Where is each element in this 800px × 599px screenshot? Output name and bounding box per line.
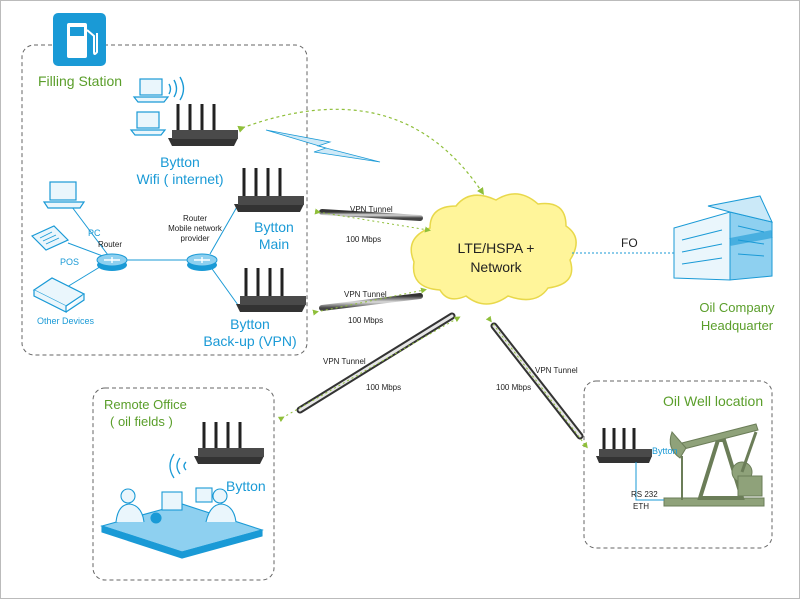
- bytton-remote-label: Bytton: [226, 478, 266, 494]
- provider-router-icon: [186, 253, 218, 271]
- oil-well-label: Oil Well location: [663, 393, 764, 409]
- remote-office-workers-icon: [100, 487, 264, 559]
- vpn-remote-label: VPN Tunnel: [323, 357, 366, 366]
- provider-router-label-3: provider: [180, 234, 210, 243]
- vpn-remote-speed: 100 Mbps: [366, 383, 402, 392]
- cloud-label: LTE/HSPA +: [457, 240, 535, 256]
- filling-station-box: [21, 44, 308, 356]
- vpn-tube-backup: [312, 287, 427, 316]
- serial-link: [635, 462, 664, 501]
- laptop-icon-2: [129, 111, 167, 136]
- bytton-wifi-sublabel: Wifi ( internet): [136, 171, 224, 187]
- pc-laptop-icon: [42, 181, 86, 209]
- eth-label: ETH: [633, 502, 649, 511]
- bytton-wifi-device: [168, 104, 238, 146]
- vpn-backup-speed: 100 Mbps: [348, 316, 384, 325]
- vpn-well-speed: 100 Mbps: [496, 383, 532, 392]
- wifi-waves-icon: [168, 76, 185, 101]
- fuel-pump-icon: [53, 13, 106, 66]
- headquarter-sublabel: Headquarter: [700, 318, 774, 333]
- other-devices-label: Other Devices: [37, 316, 95, 326]
- remote-wifi-waves-icon: [169, 453, 187, 479]
- provider-router-label-1: Router: [182, 214, 207, 223]
- bytton-main-device: [234, 168, 304, 212]
- vpn-tube-main: [314, 208, 431, 233]
- bytton-main-label: Bytton: [254, 219, 294, 235]
- bytton-main-sublabel: Main: [258, 236, 290, 252]
- vpn-tube-remote: [277, 312, 461, 423]
- remote-office-label: Remote Office: [104, 397, 187, 412]
- provider-router-label-2: Mobile network: [168, 224, 222, 233]
- bytton-remote-device: [194, 422, 264, 464]
- vpn-well-label: VPN Tunnel: [535, 366, 578, 375]
- oil-well-box: [583, 380, 773, 549]
- vpn-backup-label: VPN Tunnel: [344, 290, 387, 299]
- fo-label: FO: [621, 236, 638, 250]
- headquarter-building-icon: [673, 195, 773, 281]
- other-devices-icon: [32, 277, 86, 313]
- vpn-main-speed: 100 Mbps: [346, 235, 382, 244]
- pos-terminal-icon: [30, 225, 70, 251]
- remote-office-sublabel: ( oil fields ): [110, 414, 173, 429]
- cloud-sublabel: Network: [470, 259, 522, 275]
- wifi-link-arrow: [237, 108, 485, 195]
- bytton-well-device: [596, 428, 652, 463]
- pc-label: PC: [88, 228, 101, 238]
- pump-jack-icon: [663, 423, 765, 507]
- laptop-icon-1: [132, 78, 170, 103]
- bytton-backup-device: [236, 268, 306, 312]
- remote-office-box: [92, 387, 275, 581]
- filling-station-label: Filling Station: [38, 73, 123, 89]
- vpn-tube-well: [485, 315, 588, 449]
- pos-label: POS: [60, 257, 80, 267]
- rs232-label: RS 232: [631, 490, 658, 499]
- bytton-well-label: Bytton: [652, 446, 678, 456]
- bytton-wifi-label: Bytton: [160, 154, 200, 170]
- router-label: Router: [98, 240, 123, 249]
- bytton-backup-label: Bytton: [230, 316, 270, 332]
- headquarter-label: Oil Company: [699, 300, 775, 315]
- bytton-backup-sublabel: Back-up (VPN): [203, 333, 297, 349]
- wireless-signal-icon: [265, 129, 381, 163]
- vpn-main-label: VPN Tunnel: [350, 205, 393, 214]
- router-icon: [96, 253, 128, 271]
